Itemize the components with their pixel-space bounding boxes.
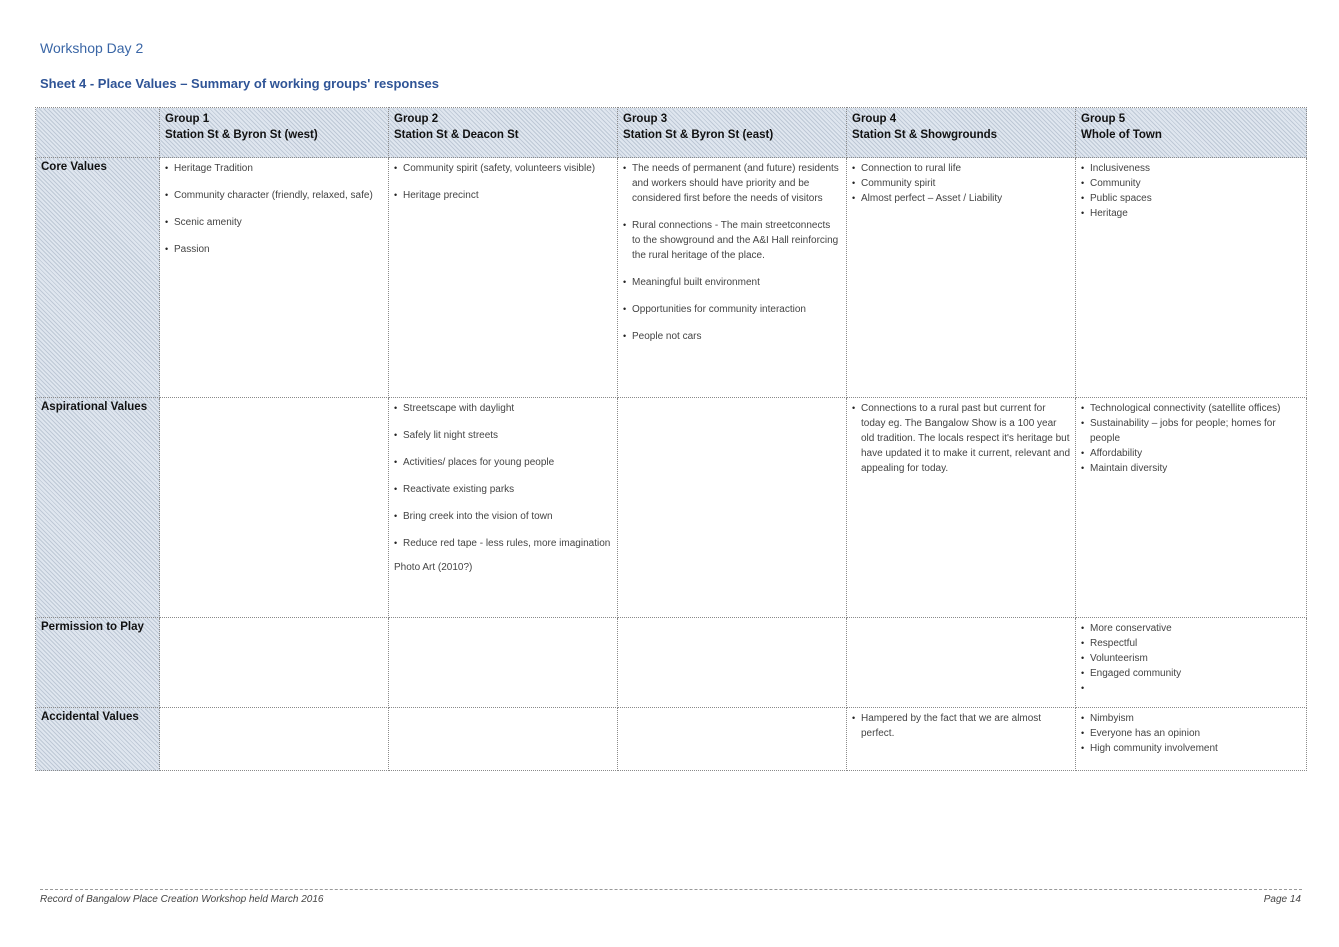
row-aspirational-values: Aspirational Values Streetscape with day… — [35, 397, 1307, 618]
list-item: Reduce red tape - less rules, more imagi… — [394, 536, 612, 551]
list-item: High community involvement — [1081, 741, 1301, 756]
list-item: Connections to a rural past but current … — [852, 401, 1070, 476]
list-item: Technological connectivity (satellite of… — [1081, 401, 1301, 416]
cell-core-group-4: Connection to rural life Community spiri… — [846, 157, 1076, 398]
document-heading: Workshop Day 2 — [40, 40, 144, 56]
list-item: Community spirit — [852, 176, 1070, 191]
row-label-core-values: Core Values — [35, 157, 160, 398]
cell-accidental-group-2 — [388, 707, 618, 771]
cell-core-group-1: Heritage Tradition Community character (… — [159, 157, 389, 398]
cell-aspirational-group-2: Streetscape with daylight Safely lit nig… — [388, 397, 618, 618]
row-accidental-values: Accidental Values Hampered by the fact t… — [35, 707, 1307, 771]
cell-core-group-3: The needs of permanent (and future) resi… — [617, 157, 847, 398]
footer-divider — [40, 889, 1302, 890]
list-item: Passion — [165, 242, 383, 257]
list-item: Rural connections - The main streetconne… — [623, 218, 841, 263]
list-item: Affordability — [1081, 446, 1301, 461]
cell-accidental-group-5: Nimbyism Everyone has an opinion High co… — [1075, 707, 1307, 771]
group-area: Whole of Town — [1081, 129, 1162, 141]
cell-accidental-group-4: Hampered by the fact that we are almost … — [846, 707, 1076, 771]
place-values-table: Group 1 Station St & Byron St (west) Gro… — [35, 107, 1307, 771]
list-item: Engaged community — [1081, 666, 1301, 681]
list-item: Maintain diversity — [1081, 461, 1301, 476]
list-item: Volunteerism — [1081, 651, 1301, 666]
footer-record-title: Record of Bangalow Place Creation Worksh… — [40, 894, 324, 905]
list-item — [1081, 681, 1301, 696]
group-number: Group 1 — [165, 113, 210, 125]
list-item: Heritage precinct — [394, 188, 612, 203]
cell-aspirational-group-5: Technological connectivity (satellite of… — [1075, 397, 1307, 618]
list-item: Almost perfect – Asset / Liability — [852, 191, 1070, 206]
footer-page-number: Page 14 — [1263, 894, 1301, 905]
list-item: Meaningful built environment — [623, 275, 841, 290]
group-area: Station St & Byron St (east) — [623, 129, 774, 141]
list-item: Activities/ places for young people — [394, 455, 612, 470]
row-core-values: Core Values Heritage Tradition Community… — [35, 157, 1307, 398]
list-item: Heritage — [1081, 206, 1301, 221]
group-area: Station St & Byron St (west) — [165, 129, 318, 141]
list-item: Community — [1081, 176, 1301, 191]
cell-accidental-group-1 — [159, 707, 389, 771]
list-item: People not cars — [623, 329, 841, 344]
cell-aspirational-group-4: Connections to a rural past but current … — [846, 397, 1076, 618]
list-item: Opportunities for community interaction — [623, 302, 841, 317]
list-item: The needs of permanent (and future) resi… — [623, 161, 841, 206]
list-item: Safely lit night streets — [394, 428, 612, 443]
list-item: Bring creek into the vision of town — [394, 509, 612, 524]
list-item: Inclusiveness — [1081, 161, 1301, 176]
group-4-header: Group 4 Station St & Showgrounds — [846, 107, 1076, 158]
row-label-permission-to-play: Permission to Play — [35, 617, 160, 708]
group-number: Group 2 — [394, 113, 439, 125]
list-item: Reactivate existing parks — [394, 482, 612, 497]
cell-permission-group-4 — [846, 617, 1076, 708]
cell-permission-group-3 — [617, 617, 847, 708]
photo-art-note: Photo Art (2010?) — [394, 562, 473, 573]
list-item: Nimbyism — [1081, 711, 1301, 726]
list-item: Hampered by the fact that we are almost … — [852, 711, 1070, 741]
group-5-header: Group 5 Whole of Town — [1075, 107, 1307, 158]
list-item: Sustainability – jobs for people; homes … — [1081, 416, 1301, 446]
list-item: Streetscape with daylight — [394, 401, 612, 416]
cell-permission-group-5: More conservative Respectful Volunteeris… — [1075, 617, 1307, 708]
list-item: More conservative — [1081, 621, 1301, 636]
group-number: Group 5 — [1081, 113, 1126, 125]
row-label-accidental-values: Accidental Values — [35, 707, 160, 771]
group-2-header: Group 2 Station St & Deacon St — [388, 107, 618, 158]
group-number: Group 3 — [623, 113, 668, 125]
row-permission-to-play: Permission to Play More conservative Res… — [35, 617, 1307, 708]
group-area: Station St & Showgrounds — [852, 129, 998, 141]
sheet-title: Sheet 4 - Place Values – Summary of work… — [40, 76, 440, 91]
list-item: Community character (friendly, relaxed, … — [165, 188, 383, 203]
group-1-header: Group 1 Station St & Byron St (west) — [159, 107, 389, 158]
cell-accidental-group-3 — [617, 707, 847, 771]
list-item: Community spirit (safety, volunteers vis… — [394, 161, 612, 176]
list-item: Everyone has an opinion — [1081, 726, 1301, 741]
list-item: Scenic amenity — [165, 215, 383, 230]
list-item: Respectful — [1081, 636, 1301, 651]
group-number: Group 4 — [852, 113, 897, 125]
group-area: Station St & Deacon St — [394, 129, 519, 141]
corner-cell — [35, 107, 160, 158]
cell-aspirational-group-1 — [159, 397, 389, 618]
cell-core-group-5: Inclusiveness Community Public spaces He… — [1075, 157, 1307, 398]
table-header-row: Group 1 Station St & Byron St (west) Gro… — [35, 107, 1307, 158]
cell-core-group-2: Community spirit (safety, volunteers vis… — [388, 157, 618, 398]
cell-aspirational-group-3 — [617, 397, 847, 618]
list-item: Heritage Tradition — [165, 161, 383, 176]
group-3-header: Group 3 Station St & Byron St (east) — [617, 107, 847, 158]
cell-permission-group-2 — [388, 617, 618, 708]
list-item: Connection to rural life — [852, 161, 1070, 176]
row-label-aspirational-values: Aspirational Values — [35, 397, 160, 618]
cell-permission-group-1 — [159, 617, 389, 708]
list-item: Public spaces — [1081, 191, 1301, 206]
